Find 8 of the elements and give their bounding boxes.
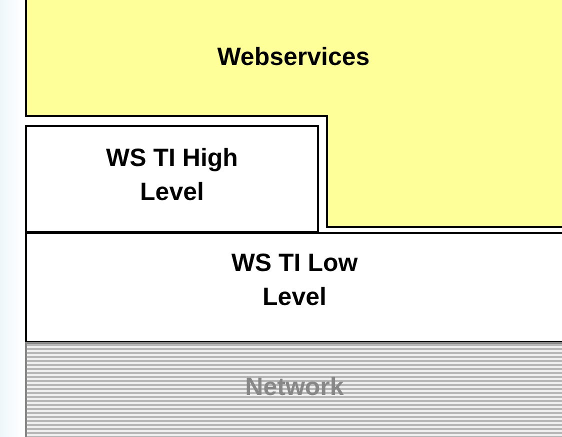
layer-box: [25, 342, 562, 437]
layer-label: WS TI High Level: [105, 143, 239, 208]
layer-box: [25, 232, 562, 343]
layer-label: WS TI Low Level: [230, 248, 359, 313]
layer-block: [25, 0, 562, 228]
layer-label: Network: [244, 372, 345, 403]
layer-box: [25, 125, 319, 233]
layer-label: Webservices: [216, 42, 371, 73]
